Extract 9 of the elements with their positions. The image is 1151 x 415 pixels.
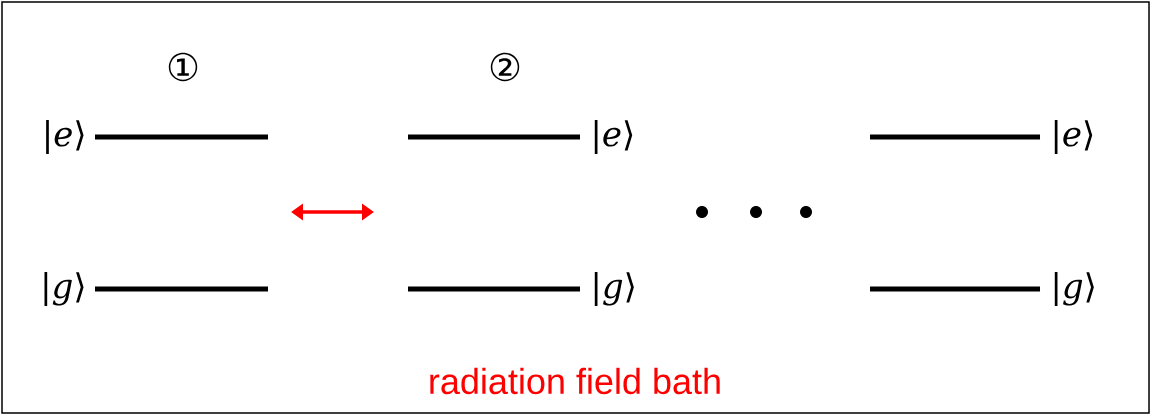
state-label: |e⟩ [594,120,633,154]
caption-text: radiation field bath [430,367,720,395]
circled-number: ② [490,52,520,82]
state-label: |e⟩ [1054,120,1093,154]
state-label: |g⟩ [1054,272,1094,306]
state-label: |e⟩ [46,120,84,154]
state-label: |g⟩ [44,272,84,306]
circled-number: ① [168,52,198,82]
state-label: |g⟩ [594,272,634,306]
